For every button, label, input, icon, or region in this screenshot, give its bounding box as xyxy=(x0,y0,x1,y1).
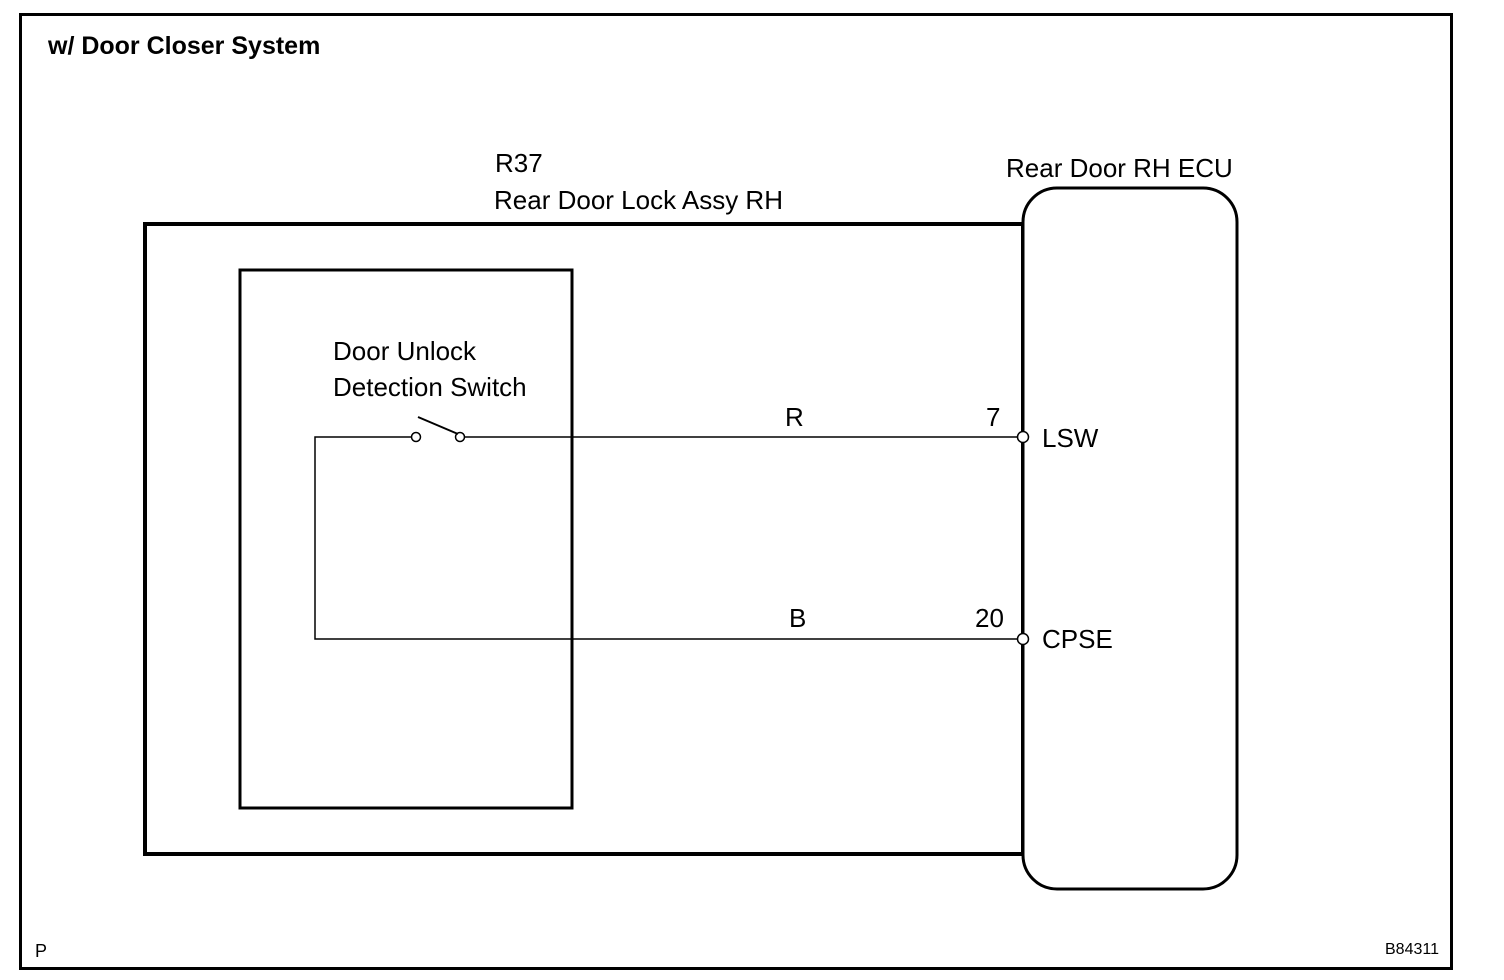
switch-contact-right xyxy=(454,431,466,443)
ecu-name: Rear Door RH ECU xyxy=(1006,153,1233,183)
terminal-cpse-pin xyxy=(1016,632,1030,646)
switch-label-line1: Door Unlock xyxy=(333,336,477,366)
switch-label-line2: Detection Switch xyxy=(333,372,527,402)
ecu-box xyxy=(1021,186,1239,891)
figure-id: B84311 xyxy=(1385,941,1439,958)
terminal-cpse-label: CPSE xyxy=(1042,624,1113,654)
switch-box xyxy=(238,268,574,810)
diagram-frame xyxy=(19,13,1453,970)
pin-number-7: 7 xyxy=(986,402,1001,432)
wire-color-r: R xyxy=(785,402,804,432)
lock-assy-code: R37 xyxy=(495,148,543,178)
switch-loop-wire xyxy=(314,436,1018,640)
footer-left-code: P xyxy=(35,941,48,961)
pin-number-20: 20 xyxy=(975,603,1004,633)
lock-assy-name: Rear Door Lock Assy RH xyxy=(494,185,783,215)
switch-contact-left xyxy=(410,431,422,443)
diagram-title: w/ Door Closer System xyxy=(48,32,321,60)
terminal-lsw-label: LSW xyxy=(1042,423,1099,453)
lock-assy-box xyxy=(143,222,1025,856)
terminal-lsw-pin xyxy=(1016,430,1030,444)
wire-color-b: B xyxy=(789,603,807,633)
switch-blade xyxy=(417,416,459,435)
